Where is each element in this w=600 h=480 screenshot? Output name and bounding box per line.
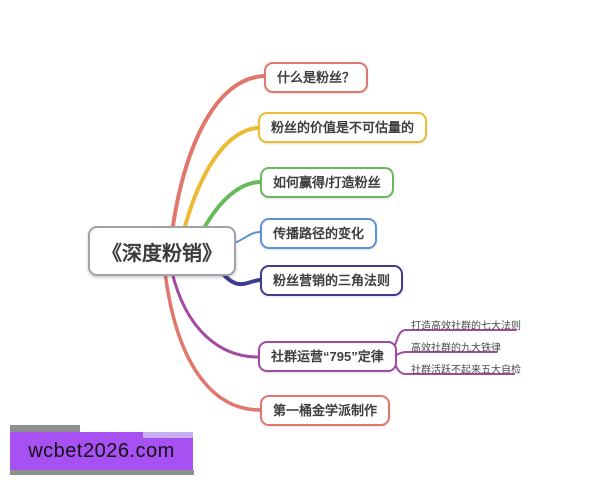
watermark-banner: wcbet2026.com <box>10 432 193 470</box>
topic-triangle-rule[interactable]: 粉丝营销的三角法则 <box>260 265 404 296</box>
topic-win-build-fans[interactable]: 如何赢得/打造粉丝 <box>260 167 394 198</box>
central-topic[interactable]: 《深度粉销》 <box>88 226 236 276</box>
subtopic-seven-rules[interactable]: 打造高效社群的七大法则 <box>411 321 521 332</box>
topic-fan-value[interactable]: 粉丝的价值是不可估量的 <box>258 112 428 143</box>
watermark-shadow-bottom <box>10 470 194 475</box>
subtopic-five-checks[interactable]: 社群活跃不起来五大自检 <box>411 365 521 376</box>
topic-spread-path-change[interactable]: 传播路径的变化 <box>260 218 378 249</box>
branch-curve-7 <box>163 270 262 412</box>
topic-795-rule[interactable]: 社群运营“795”定律 <box>258 341 397 372</box>
topic-first-bucket[interactable]: 第一桶金学派制作 <box>260 395 391 426</box>
watermark-shadow-tab <box>10 425 80 433</box>
watermark-light-strip <box>143 432 193 438</box>
topic-what-is-fan[interactable]: 什么是粉丝？ <box>264 62 369 93</box>
subtopic-nine-laws[interactable]: 高效社群的九大铁律 <box>411 343 501 354</box>
branch-curve-4 <box>231 231 261 245</box>
branch-curve-6 <box>170 270 260 359</box>
